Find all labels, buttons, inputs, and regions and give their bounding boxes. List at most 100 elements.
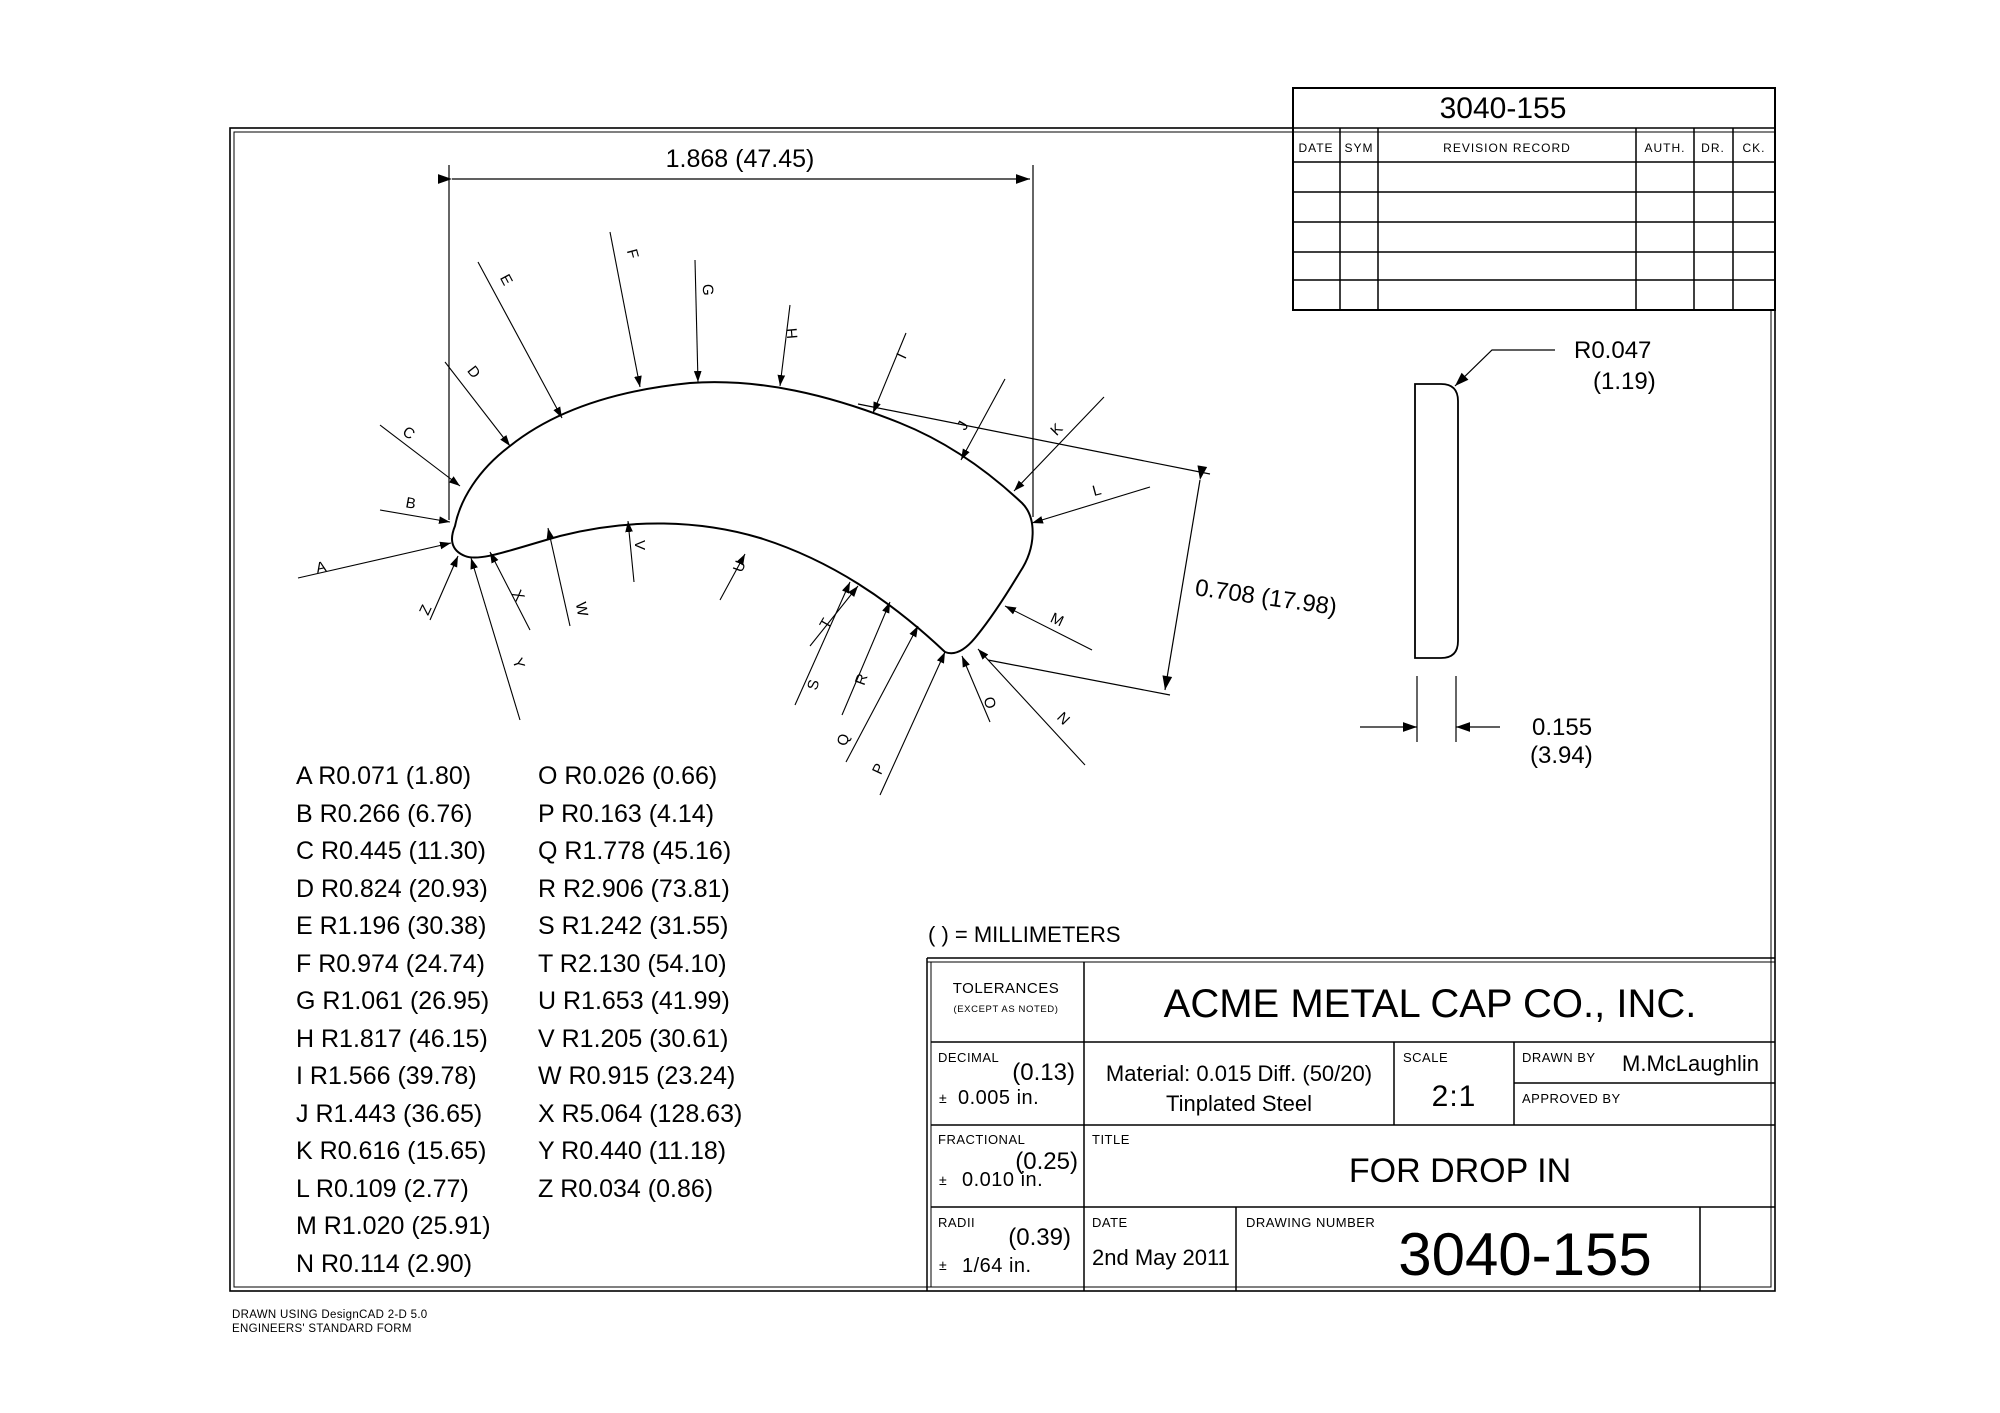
fractional-label: FRACTIONAL [938, 1132, 1025, 1147]
rev-header-auth: AUTH. [1645, 141, 1686, 155]
company-name: ACME METAL CAP CO., INC. [1164, 982, 1697, 1026]
radius-letter-s: S [804, 678, 823, 692]
height-dimension [857, 403, 1211, 696]
radius-letter-u: U [730, 558, 750, 574]
side-view [1360, 349, 1555, 742]
radius-letter-k: K [1047, 420, 1066, 439]
title-label: TITLE [1092, 1132, 1130, 1147]
radius-letter-x: X [508, 587, 528, 604]
legend-entry: Q R1.778 (45.16) [538, 837, 732, 865]
legend-entry: B R0.266 (6.76) [296, 799, 473, 828]
legend-entry: P R0.163 (4.14) [538, 799, 715, 828]
radius-letter-c: C [399, 423, 418, 443]
radius-legend-right: O R0.026 (0.66) P R0.163 (4.14) Q R1.778… [538, 758, 742, 1208]
drawing-number: 3040-155 [1398, 1221, 1652, 1288]
date-label: DATE [1092, 1215, 1128, 1230]
legend-entry: E R1.196 (30.38) [296, 912, 487, 940]
legend-entry: M R1.020 (25.91) [296, 1212, 491, 1240]
radius-letter-o: O [980, 695, 999, 711]
legend-entry: W R0.915 (23.24) [538, 1062, 736, 1090]
drawing-title: FOR DROP IN [1349, 1152, 1571, 1190]
footer-line2: ENGINEERS' STANDARD FORM [232, 1323, 412, 1335]
fractional-pm: ± [939, 1172, 947, 1188]
legend-entry: C R0.445 (11.30) [296, 837, 486, 865]
radius-letter-j: J [954, 418, 972, 433]
legend-entry: I R1.566 (39.78) [296, 1062, 477, 1090]
width-dimension-label: 1.868 (47.45) [666, 145, 815, 173]
tolerances-label: TOLERANCES [953, 980, 1059, 997]
decimal-value: 0.005 in. [958, 1087, 1039, 1109]
legend-entry: R R2.906 (73.81) [538, 874, 730, 903]
legend-entry: Z R0.034 (0.86) [538, 1174, 714, 1203]
radii-value: 1/64 in. [962, 1255, 1032, 1277]
radius-letter-n: N [1053, 709, 1073, 729]
legend-entry: J R1.443 (36.65) [296, 1099, 483, 1128]
radius-letter-d: D [464, 363, 484, 382]
thickness-inch: 0.155 [1532, 714, 1592, 741]
drawn-by-value: M.McLaughlin [1622, 1051, 1759, 1076]
edge-radius-inch: R0.047 [1574, 337, 1651, 364]
units-note: ( ) = MILLIMETERS [928, 922, 1121, 947]
legend-entry: T R2.130 (54.10) [538, 949, 727, 978]
radius-letter-e: E [496, 271, 516, 288]
drawn-by-label: DRAWN BY [1522, 1050, 1596, 1065]
approved-by-label: APPROVED BY [1522, 1091, 1621, 1106]
radius-legend-left: A R0.071 (1.80) B R0.266 (6.76) C R0.445… [296, 758, 491, 1283]
drawing-number-label: DRAWING NUMBER [1246, 1215, 1375, 1230]
rev-header-date: DATE [1298, 141, 1333, 155]
radius-letter-v: V [631, 540, 648, 550]
legend-entry: A R0.071 (1.80) [296, 762, 472, 790]
radii-pm: ± [939, 1257, 947, 1273]
legend-entry: V R1.205 (30.61) [538, 1024, 729, 1053]
radius-letter-q: Q [834, 732, 853, 748]
footer-note: DRAWN USING DesignCAD 2-D 5.0 ENGINEERS'… [232, 1308, 428, 1336]
legend-entry: S R1.242 (31.55) [538, 912, 729, 940]
date-value: 2nd May 2011 [1092, 1245, 1230, 1270]
legend-entry: L R0.109 (2.77) [296, 1174, 469, 1203]
material-line1: Material: 0.015 Diff. (50/20) [1106, 1061, 1372, 1086]
scale-value: 2:1 [1432, 1080, 1477, 1113]
rev-header-sym: SYM [1344, 141, 1373, 155]
legend-entry: X R5.064 (128.63) [538, 1099, 743, 1128]
legend-entry: G R1.061 (26.95) [296, 987, 490, 1015]
radii-label: RADII [938, 1215, 975, 1230]
legend-entry: D R0.824 (20.93) [296, 874, 488, 903]
title-block [926, 957, 1775, 1291]
scale-label: SCALE [1403, 1050, 1448, 1065]
revision-block [1292, 87, 1776, 311]
legend-entry: U R1.653 (41.99) [538, 987, 730, 1015]
legend-entry: K R0.616 (15.65) [296, 1137, 487, 1165]
radii-mm: (0.39) [1008, 1224, 1071, 1251]
fractional-value: 0.010 in. [962, 1169, 1043, 1191]
fractional-mm: (0.25) [1015, 1148, 1078, 1175]
sheet-border [229, 127, 1776, 1292]
material-line2: Tinplated Steel [1166, 1091, 1312, 1116]
width-dimension [438, 165, 1034, 520]
radius-letter-i: I [893, 351, 910, 362]
footer-line1: DRAWN USING DesignCAD 2-D 5.0 [232, 1309, 428, 1321]
radius-letter-p: P [869, 761, 889, 777]
radius-letter-m: M [1048, 610, 1067, 631]
radius-letter-z: Z [416, 602, 435, 617]
legend-entry: N R0.114 (2.90) [296, 1249, 473, 1278]
rev-header-ck: CK. [1742, 141, 1765, 155]
legend-entry: H R1.817 (46.15) [296, 1024, 488, 1053]
height-dimension-label: 0.708 (17.98) [1193, 574, 1338, 621]
rev-header-record: REVISION RECORD [1443, 141, 1571, 155]
legend-entry: F R0.974 (24.74) [296, 949, 485, 978]
radius-letter-w: W [572, 601, 591, 619]
radius-letter-l: L [1091, 481, 1103, 500]
decimal-mm: (0.13) [1012, 1059, 1075, 1086]
radius-letter-g: G [699, 284, 716, 296]
decimal-pm: ± [939, 1090, 947, 1106]
rev-header-dr: DR. [1701, 141, 1725, 155]
legend-entry: O R0.026 (0.66) [538, 762, 718, 790]
decimal-label: DECIMAL [938, 1050, 999, 1065]
cap-profile [451, 381, 1034, 655]
radius-letter-f: F [623, 247, 642, 260]
radius-letter-a: A [314, 558, 327, 577]
radius-leaders [297, 231, 1151, 796]
radius-letter-y: Y [509, 656, 528, 671]
thickness-mm: (3.94) [1530, 742, 1593, 769]
legend-entry: Y R0.440 (11.18) [538, 1137, 727, 1165]
